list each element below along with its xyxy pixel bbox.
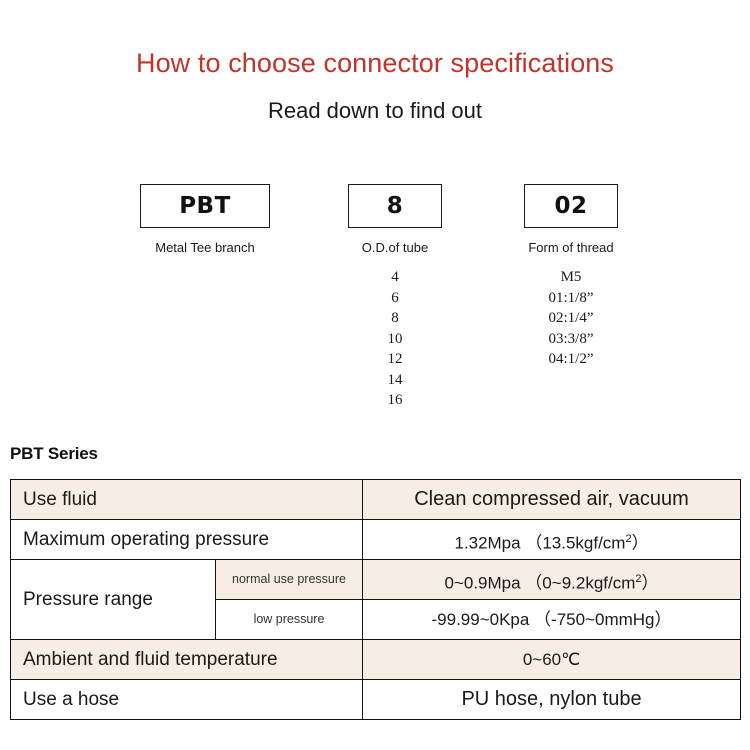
spec-sublabel-normal-use-pressure: normal use pressure — [232, 572, 346, 586]
code-value-thread-form: 02 — [554, 193, 588, 219]
code-value-tube-od: 8 — [386, 193, 404, 219]
spec-value-cell: Clean compressed air, vacuum — [362, 479, 742, 520]
code-option: 03:3/8” — [548, 330, 594, 347]
value-suffix: ） — [641, 573, 659, 593]
code-option: 14 — [387, 371, 403, 388]
spec-sublabel-low-pressure: low pressure — [253, 612, 325, 626]
table-row: Pressure range normal use pressure 0~0.9… — [10, 559, 742, 640]
spec-value-normal-use-pressure: 0~0.9Mpa （0~9.2kgf/cm2） — [363, 560, 740, 599]
code-option: 6 — [391, 289, 399, 306]
spec-value-low-pressure: -99.99~0Kpa （-750~0mmHg） — [431, 610, 672, 629]
series-label: PBT Series — [10, 444, 98, 463]
spec-value-cell: PU hose, nylon tube — [362, 679, 742, 720]
code-group-series: PBT Metal Tee branch — [140, 184, 270, 255]
code-caption-tube-od: O.D.of tube — [361, 240, 429, 255]
spec-sublabel-cell: low pressure — [214, 599, 364, 640]
spec-value-cell: 1.32Mpa （13.5kgf/cm2） — [362, 519, 742, 560]
spec-label-max-pressure: Maximum operating pressure — [23, 529, 270, 550]
code-option: 04:1/2” — [548, 351, 594, 367]
table-row: Ambient and fluid temperature 0~60℃ — [9, 639, 742, 680]
code-caption-series: Metal Tee branch — [155, 240, 255, 255]
value-superscript: 2 — [635, 573, 642, 585]
code-option: 10 — [387, 330, 403, 347]
code-value-series: PBT — [179, 193, 231, 219]
spec-value-cell: 0~60℃ — [362, 639, 742, 680]
code-group-tube-od: 8 O.D.of tube 4 6 8 10 12 14 16 — [348, 184, 442, 411]
spec-label-cell: Use a hose — [9, 679, 364, 720]
spec-value-max-pressure: 1.32Mpa （13.5kgf/cm2） — [363, 520, 740, 559]
code-option: 02:1/4” — [548, 310, 594, 326]
table-row: Use a hose PU hose, nylon tube — [9, 679, 742, 720]
code-option: 16 — [387, 392, 403, 408]
code-option: 8 — [391, 310, 399, 326]
spec-label-use-fluid: Use fluid — [23, 489, 97, 510]
spec-label-hose: Use a hose — [23, 689, 120, 710]
spec-label-cell: Use fluid — [9, 479, 364, 520]
specification-table: Use fluid Clean compressed air, vacuum M… — [9, 479, 742, 720]
spec-label-cell: Maximum operating pressure — [9, 519, 364, 560]
code-option: 12 — [387, 351, 403, 367]
value-prefix: 0~0.9Mpa （0~9.2kgf/cm — [444, 573, 636, 593]
code-group-thread-form: 02 Form of thread M5 01:1/8” 02:1/4” 03:… — [524, 184, 618, 370]
spec-value-cell: -99.99~0Kpa （-750~0mmHg） — [362, 599, 742, 640]
spec-sublabel-cell: normal use pressure — [214, 559, 364, 600]
table-row: Use fluid Clean compressed air, vacuum — [9, 479, 742, 520]
value-superscript: 2 — [625, 533, 632, 545]
table-row: Maximum operating pressure 1.32Mpa （13.5… — [9, 519, 742, 560]
value-suffix: ） — [631, 533, 649, 553]
code-box-thread-form: 02 — [524, 184, 618, 228]
code-options-thread-form: M5 01:1/8” 02:1/4” 03:3/8” 04:1/2” — [524, 267, 618, 370]
spec-value-use-fluid: Clean compressed air, vacuum — [414, 488, 689, 510]
spec-label-cell: Pressure range — [10, 559, 216, 640]
spec-value-temperature: 0~60℃ — [522, 650, 581, 669]
value-prefix: 1.32Mpa （13.5kgf/cm — [454, 533, 626, 553]
spec-value-hose: PU hose, nylon tube — [461, 688, 642, 710]
code-option: M5 — [560, 269, 582, 285]
code-option: 4 — [391, 269, 399, 285]
code-caption-thread-form: Form of thread — [528, 240, 614, 255]
spec-label-cell: Ambient and fluid temperature — [9, 639, 364, 680]
code-box-tube-od: 8 — [348, 184, 442, 228]
code-options-tube-od: 4 6 8 10 12 14 16 — [348, 267, 442, 411]
code-option: 01:1/8” — [548, 289, 594, 306]
page-title: How to choose connector specifications — [135, 48, 615, 78]
spec-label-temperature: Ambient and fluid temperature — [23, 649, 278, 670]
page-subtitle: Read down to find out — [267, 98, 483, 123]
code-box-series: PBT — [140, 184, 270, 228]
spec-label-pressure-range: Pressure range — [23, 588, 153, 610]
spec-value-cell: 0~0.9Mpa （0~9.2kgf/cm2） — [362, 559, 742, 600]
